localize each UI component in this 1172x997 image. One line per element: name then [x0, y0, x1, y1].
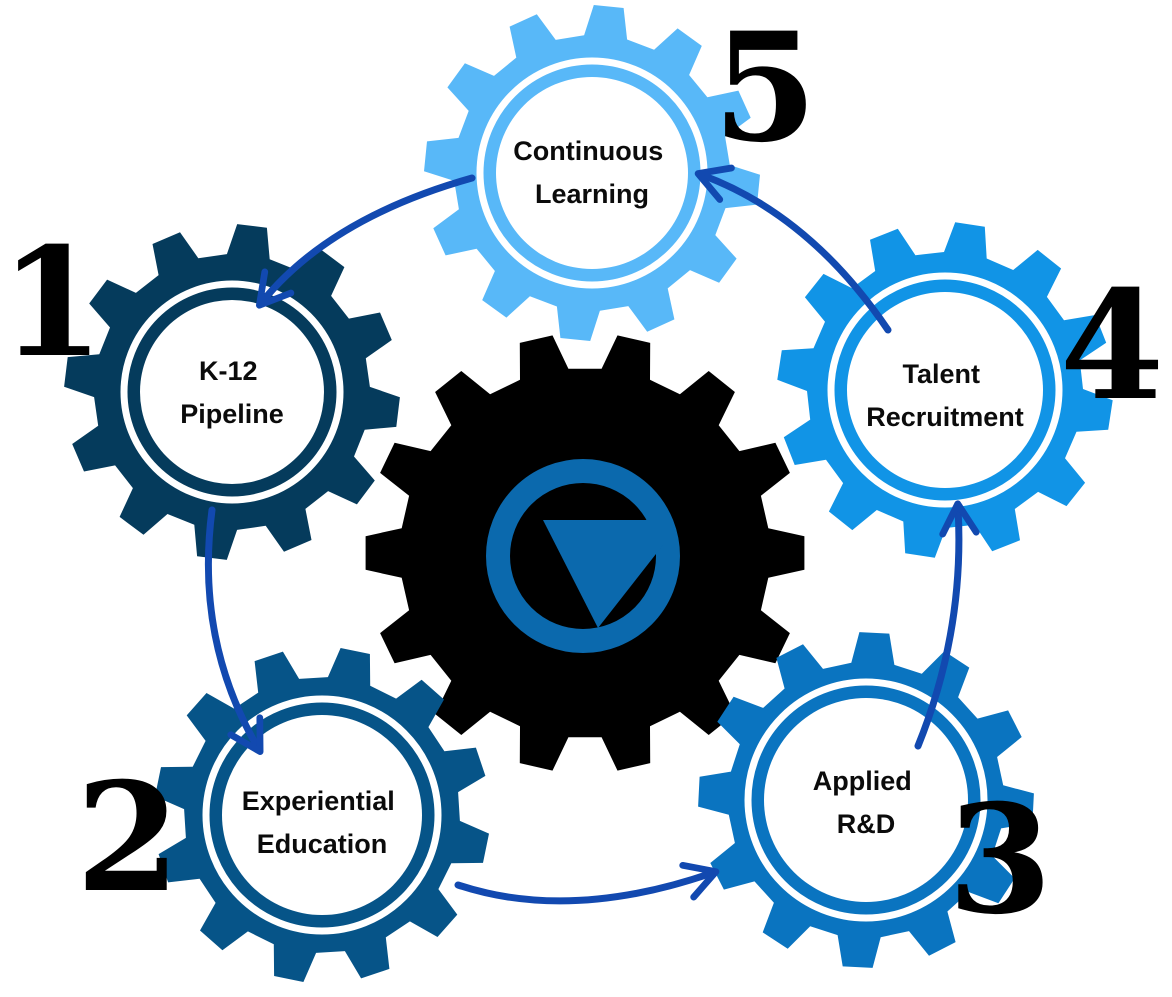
arrow-5-to-1: [255, 174, 476, 309]
gear-talent-recruitment: Talent Recruitment: [777, 222, 1113, 558]
step-number-3: 3: [948, 772, 1052, 948]
gear-4-center: [847, 292, 1043, 488]
gear-4-label-line-1: Talent: [902, 359, 980, 389]
gear-2-ring: [202, 695, 442, 935]
arrow-4-to-5: [694, 164, 892, 334]
gear-4-label: Talent Recruitment: [866, 359, 1024, 432]
gear-2-label-line-1: Experiential: [242, 786, 395, 816]
gear-continuous-learning: Continuous Learning: [424, 5, 760, 341]
arrow-2-to-3: [454, 861, 720, 905]
gear-5-center: [496, 77, 688, 269]
center-gear: [365, 335, 805, 771]
gv-logo-icon: [486, 459, 680, 653]
cycle-arrows: [204, 164, 980, 905]
gear-3-center: [764, 698, 968, 902]
gear-5-label-line-1: Continuous: [513, 136, 663, 166]
gear-experiential-education: Experiential Education: [155, 648, 489, 982]
arrow-1-to-2: [204, 506, 264, 755]
gear-2-label-line-2: Education: [257, 829, 388, 859]
step-number-2: 2: [76, 750, 180, 926]
gear-k12-pipeline: K-12 Pipeline: [64, 224, 400, 560]
gear-1-center: [140, 300, 324, 484]
gear-5-label-line-2: Learning: [535, 179, 649, 209]
gear-1-label: K-12 Pipeline: [180, 356, 284, 429]
gear-3-label-line-2: R&D: [837, 809, 896, 839]
gear-1-label-line-2: Pipeline: [180, 399, 284, 429]
gear-1-label-line-1: K-12: [199, 356, 258, 386]
step-number-4: 4: [1060, 258, 1164, 434]
gear-3-label: Applied R&D: [813, 766, 920, 839]
step-number-5: 5: [713, 0, 817, 176]
gear-2-center: [222, 715, 422, 915]
gear-5-label: Continuous Learning: [513, 136, 670, 209]
gear-4-label-line-2: Recruitment: [866, 402, 1024, 432]
gear-1-ring: [120, 280, 344, 504]
gear-3-ring: [744, 678, 988, 922]
step-number-1: 1: [0, 215, 104, 391]
gear-2-label: Experiential Education: [242, 786, 403, 859]
gear-3-label-line-1: Applied: [813, 766, 912, 796]
arrow-3-to-4: [914, 500, 980, 750]
